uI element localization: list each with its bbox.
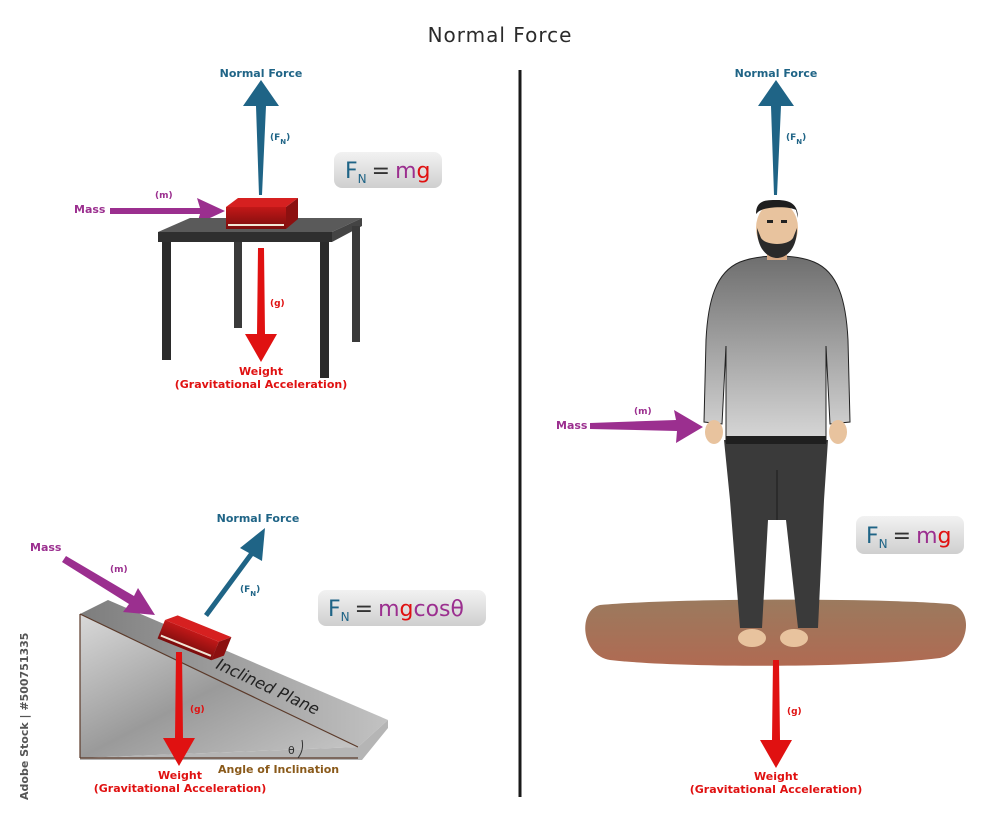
weight-arrow-incline <box>163 652 195 766</box>
mass-arrow <box>110 198 225 224</box>
fn-label-person: (FN) <box>786 133 806 146</box>
normal-force-label: Normal Force <box>220 67 303 80</box>
equation-box: FN=mg <box>334 152 442 188</box>
g-label: (g) <box>270 299 285 309</box>
normal-force-arrow <box>243 80 279 195</box>
mass-arrow-person <box>590 410 703 443</box>
gravitational-acceleration-label-person: (Gravitational Acceleration) <box>690 783 863 796</box>
weight-label-incline: Weight <box>158 769 202 782</box>
m-label-incline: (m) <box>110 565 128 575</box>
mass-label: Mass <box>74 203 106 216</box>
g-label-person: (g) <box>787 707 802 717</box>
normal-force-label-person: Normal Force <box>735 67 818 80</box>
weight-label: Weight <box>239 365 283 378</box>
book-illustration <box>226 198 298 229</box>
normal-force-label-incline: Normal Force <box>217 512 300 525</box>
mass-label-incline: Mass <box>30 541 62 554</box>
fn-label-incline: (FN) <box>240 585 260 598</box>
normal-force-arrow-person <box>758 80 794 195</box>
mass-label-person: Mass <box>556 419 588 432</box>
angle-of-inclination-label: Angle of Inclination <box>218 763 339 776</box>
ground-mat <box>585 599 967 666</box>
person-illustration <box>703 200 851 647</box>
theta-label: θ <box>288 744 295 757</box>
inclined-plane-illustration <box>79 600 388 760</box>
stock-id-text: Adobe Stock | #500751335 <box>18 633 31 800</box>
equation-person: FN=mg <box>866 524 951 551</box>
weight-arrow-person <box>760 660 792 768</box>
incline-panel: Inclined Plane θ Angle of Inclination No… <box>30 512 486 795</box>
gravitational-acceleration-label: (Gravitational Acceleration) <box>175 378 348 391</box>
book-on-incline <box>157 615 232 661</box>
table-panel: Normal Force (FN) FN=mg Mass (m) <box>74 67 442 391</box>
table-illustration <box>158 218 362 378</box>
equation-box-person: FN=mg <box>856 516 964 554</box>
m-label: (m) <box>155 191 173 201</box>
equation-incline: FN=mgcosθ <box>328 597 464 624</box>
weight-arrow <box>245 248 277 362</box>
fn-label: (FN) <box>270 133 290 146</box>
page-title: Normal Force <box>428 23 573 47</box>
person-panel: Normal Force (FN) <box>556 67 967 796</box>
normal-force-arrow-incline <box>204 528 265 617</box>
equation: FN=mg <box>345 159 430 186</box>
equation-box-incline: FN=mgcosθ <box>318 590 486 626</box>
weight-label-person: Weight <box>754 770 798 783</box>
mass-arrow-incline <box>62 556 155 615</box>
g-label-incline: (g) <box>190 705 205 715</box>
gravitational-acceleration-label-incline: (Gravitational Acceleration) <box>94 782 267 795</box>
m-label-person: (m) <box>634 407 652 417</box>
